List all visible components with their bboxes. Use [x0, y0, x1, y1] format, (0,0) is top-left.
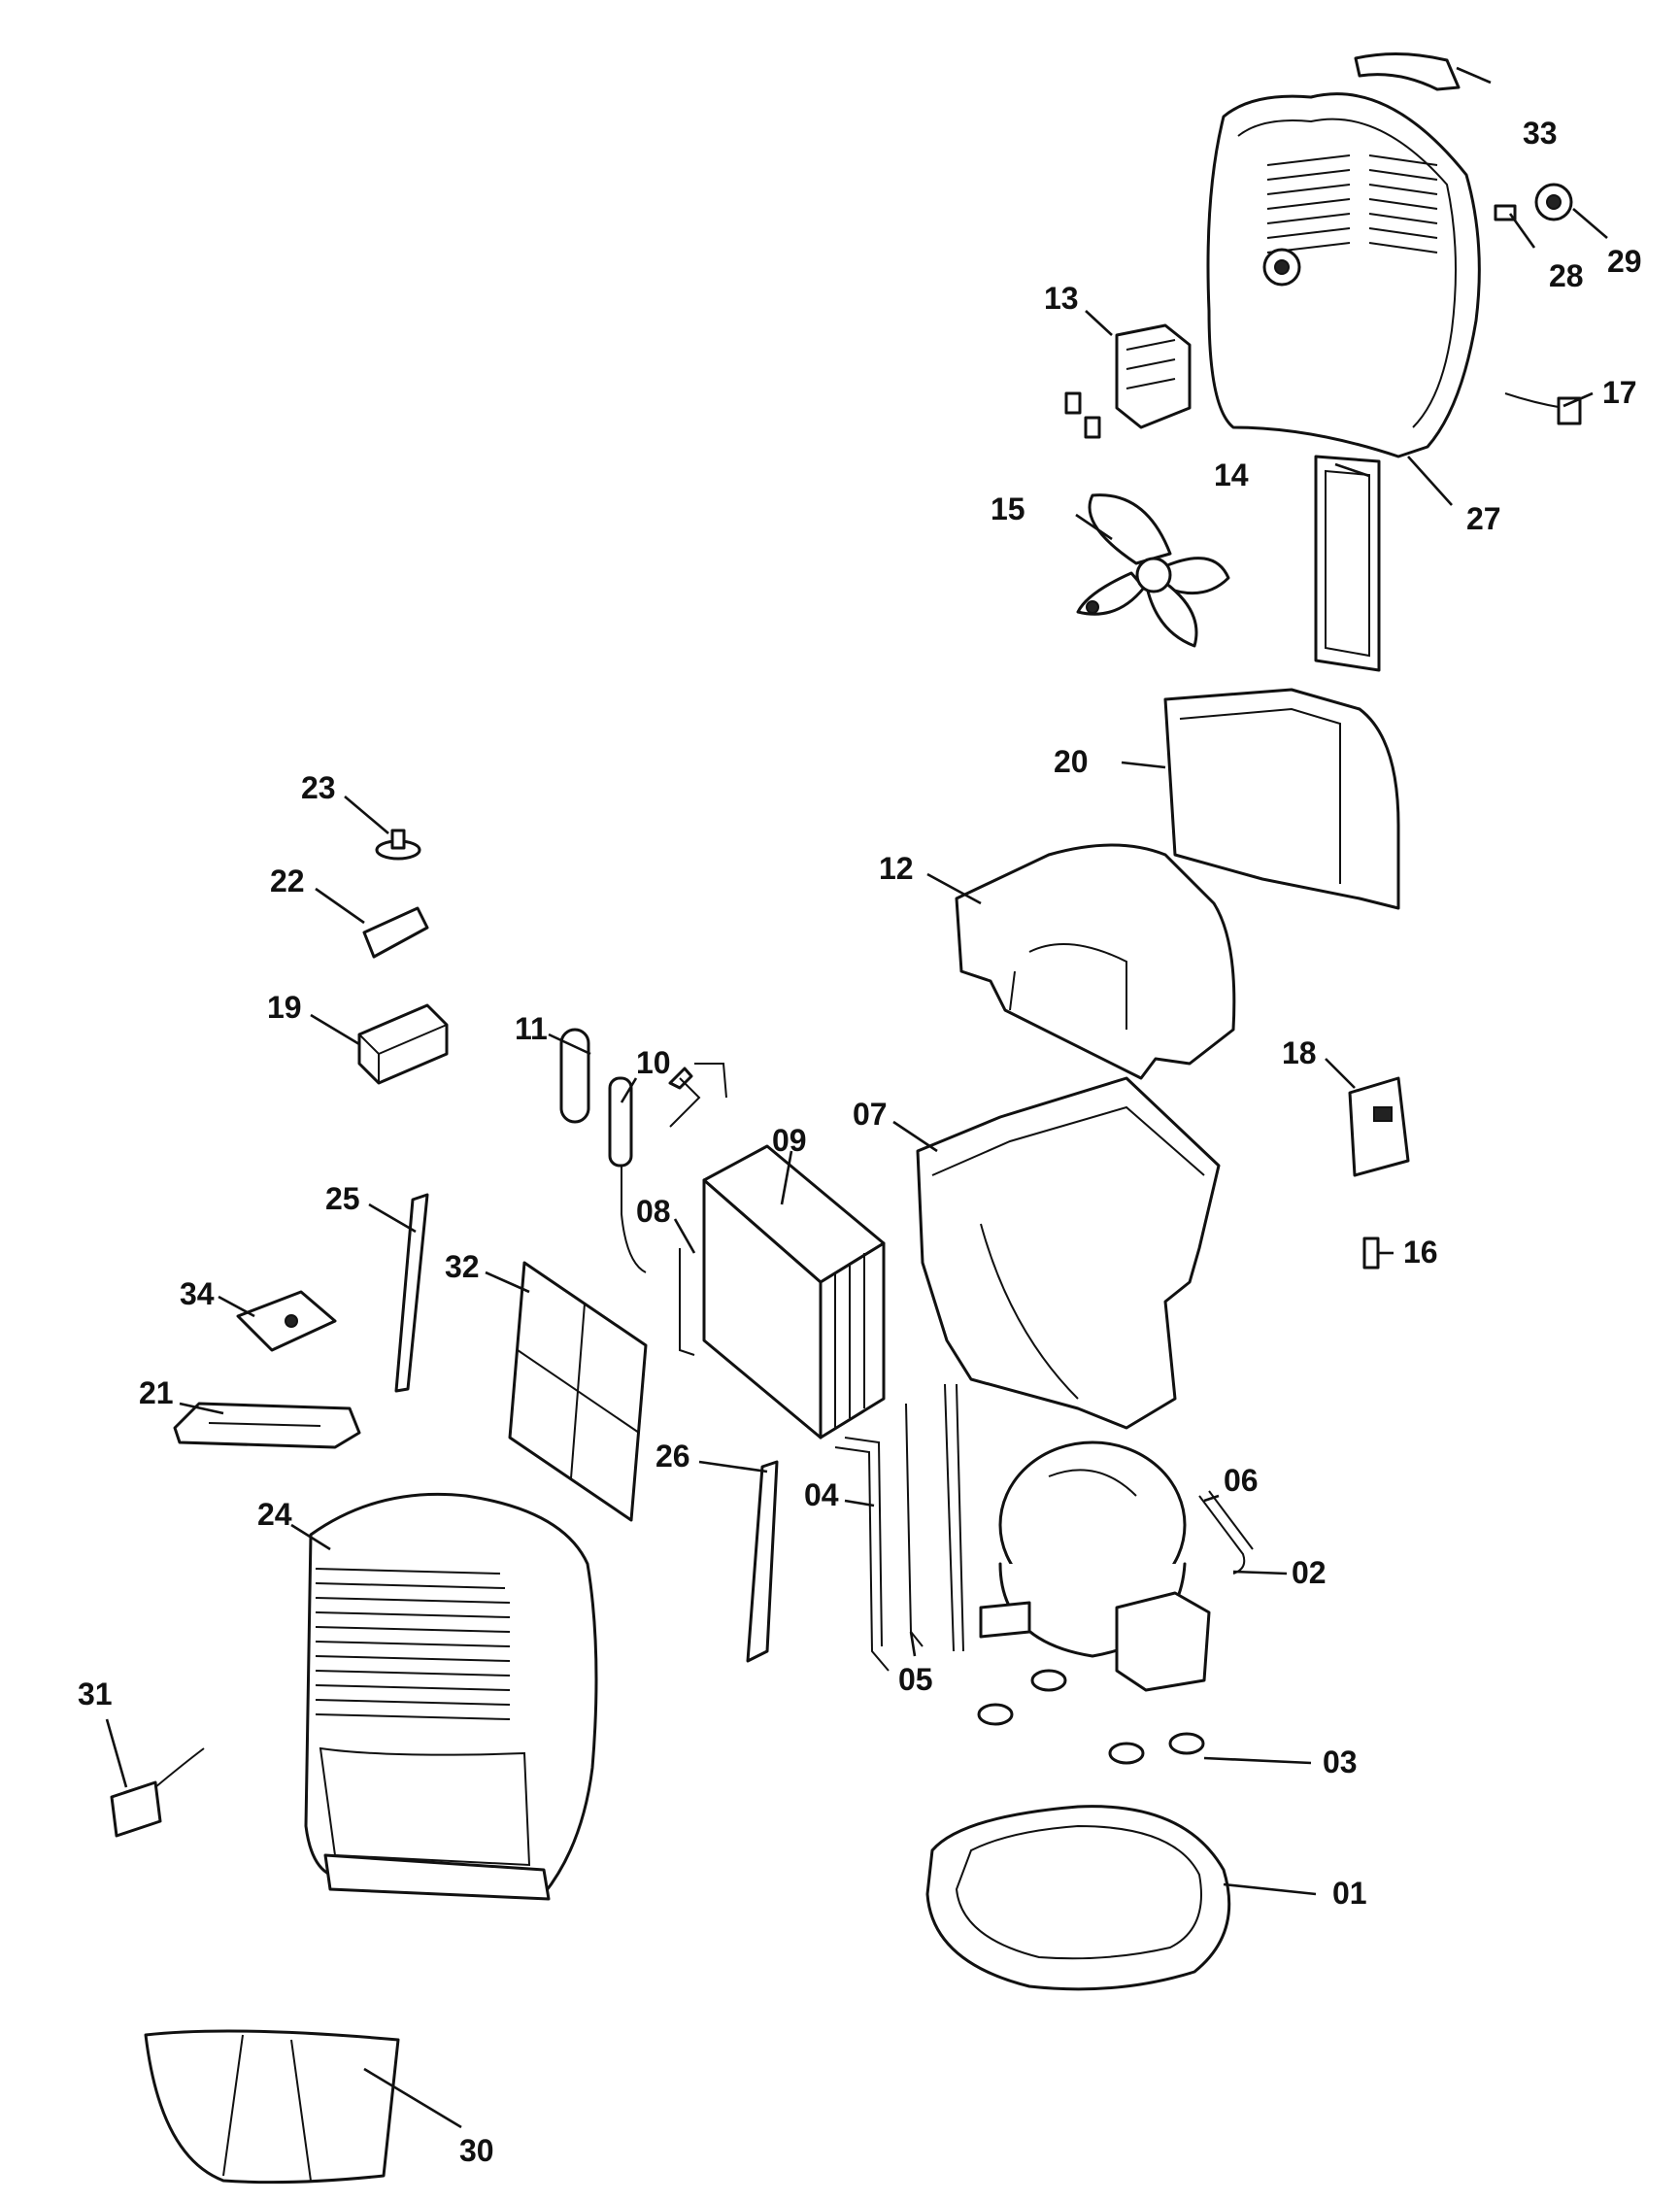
label-13: 13 [1044, 281, 1079, 316]
label-15: 15 [991, 491, 1025, 526]
back-cover-grille [1266, 154, 1438, 254]
part-18-control-board [1348, 1076, 1410, 1177]
part-12-shroud [955, 843, 1236, 1080]
label-16: 16 [1403, 1235, 1438, 1270]
label-17: 17 [1602, 375, 1637, 410]
part-24-front-cover [304, 1492, 598, 1901]
label-20: 20 [1054, 744, 1089, 779]
part-30-water-tank [144, 2029, 400, 2185]
label-14: 14 [1214, 457, 1249, 492]
part-15-fan-blade [1076, 493, 1230, 648]
label-09: 09 [772, 1123, 807, 1158]
part-26-bracket [746, 1460, 779, 1663]
label-10: 10 [636, 1045, 671, 1080]
bent-tubes [668, 1063, 727, 1128]
part-21-control-panel [173, 1402, 361, 1449]
label-12: 12 [879, 851, 914, 886]
part-13-fan-motor [1064, 323, 1192, 439]
label-28: 28 [1549, 258, 1584, 293]
part-14-gasket [1314, 455, 1381, 672]
label-29: 29 [1607, 244, 1642, 279]
part-23-knob [375, 829, 421, 861]
label-31: 31 [78, 1677, 113, 1711]
label-07: 07 [853, 1097, 888, 1132]
part-19-control-box [357, 1003, 449, 1085]
part-01-base-tray [925, 1805, 1231, 1991]
part-20-fan-housing [1163, 688, 1400, 910]
label-25: 25 [325, 1181, 360, 1216]
label-26: 26 [655, 1439, 690, 1474]
front-grille [315, 1568, 511, 1720]
part-29-knob [1534, 183, 1573, 221]
label-11: 11 [515, 1011, 548, 1046]
part-05-pipe [905, 1383, 964, 1652]
part-16-sensor [1362, 1237, 1380, 1270]
part-04-pipe [834, 1437, 890, 1672]
part-07-chassis [916, 1076, 1221, 1430]
coil-fins [834, 1253, 865, 1428]
label-01: 01 [1332, 1876, 1367, 1911]
part-17-power-cable [1504, 392, 1582, 425]
part-11-capillary-loop [559, 1028, 590, 1124]
label-33: 33 [1523, 116, 1558, 151]
part-02-compressor [979, 1440, 1211, 1692]
label-02: 02 [1292, 1555, 1327, 1590]
label-32: 32 [445, 1249, 480, 1284]
label-21: 21 [139, 1375, 174, 1410]
label-03: 03 [1323, 1745, 1358, 1779]
part-03-grommets [977, 1669, 1205, 1765]
part-31-float [110, 1747, 205, 1838]
label-30: 30 [459, 2133, 494, 2168]
part-06-tube [1198, 1490, 1254, 1575]
leader-lines [105, 66, 1608, 2129]
label-27: 27 [1466, 501, 1501, 536]
part-08-evaporator [679, 1248, 695, 1356]
label-23: 23 [301, 770, 336, 805]
label-05: 05 [898, 1662, 933, 1697]
part-10-filter-drier [608, 1076, 647, 1273]
part-labels: 33 28 29 13 17 14 27 15 20 12 23 22 19 1… [78, 116, 1642, 2168]
part-32-air-filter [508, 1261, 648, 1522]
part-33-handle [1354, 52, 1461, 91]
label-34: 34 [180, 1276, 215, 1311]
label-24: 24 [257, 1497, 292, 1532]
label-18: 18 [1282, 1035, 1317, 1070]
part-34-bracket [236, 1290, 337, 1352]
part-22-switch-board [362, 906, 429, 959]
label-22: 22 [270, 864, 305, 898]
label-19: 19 [267, 990, 302, 1025]
part-25-strip [394, 1193, 429, 1393]
part-27-back-cover [1206, 92, 1481, 458]
part-28-shaft [1494, 204, 1517, 221]
label-08: 08 [636, 1194, 671, 1229]
label-04: 04 [804, 1477, 839, 1512]
part-09-condenser-coil [702, 1144, 886, 1440]
label-06: 06 [1224, 1463, 1259, 1498]
